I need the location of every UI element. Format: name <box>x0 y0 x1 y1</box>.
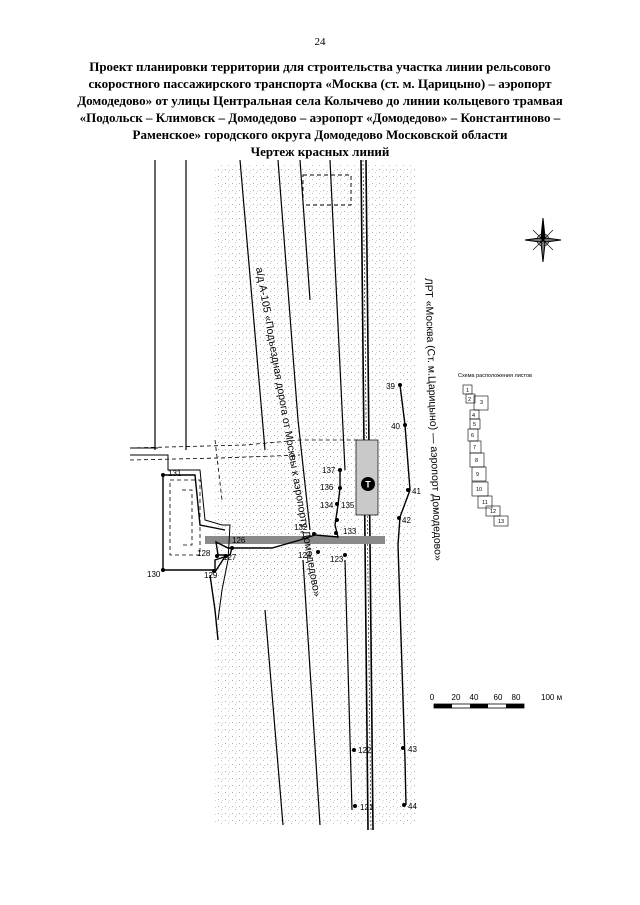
sheet-number: 1 <box>466 388 469 394</box>
point-label: 44 <box>408 802 417 811</box>
sheet-number: 6 <box>471 433 474 439</box>
point-label: 122 <box>358 746 372 755</box>
dashed-parcel <box>302 174 352 206</box>
point-label: 42 <box>402 516 411 525</box>
document-title: Проект планировки территории для строите… <box>60 58 580 160</box>
point-label: 129 <box>204 571 218 580</box>
scale-bar: 0 20 40 60 80 100 м <box>430 693 562 709</box>
sheet-number: 9 <box>476 472 479 478</box>
sheet-number: 2 <box>468 397 471 403</box>
title-line: скоростного пассажирского транспорта «Мо… <box>88 76 552 91</box>
point-label: 132 <box>294 523 308 532</box>
rail-label: ЛРТ «Москва (Ст. м.Царицыно) — аэропорт … <box>422 278 444 562</box>
point-label: 137 <box>322 466 336 475</box>
point-label: 121 <box>360 803 374 812</box>
sheet-number: 5 <box>473 422 476 428</box>
inset-title: Схема расположения листов <box>458 373 532 379</box>
scale-tick: 40 <box>470 693 479 702</box>
scale-tick: 20 <box>452 693 461 702</box>
sheet-number: 11 <box>482 500 488 506</box>
sheet-number: 3 <box>480 400 483 406</box>
title-line: «Подольск – Климовск – Домодедово – аэро… <box>79 110 561 125</box>
sheet-number: 8 <box>475 458 478 464</box>
point-label: 133 <box>343 527 357 536</box>
terrain-texture <box>215 165 415 825</box>
title-line: Домодедово» от улицы Центральная села Ко… <box>77 93 563 108</box>
point-label: 136 <box>320 483 334 492</box>
title-line: Раменское» городского округа Домодедово … <box>132 127 508 142</box>
sheet-number: 12 <box>490 509 496 515</box>
sheet-number: 10 <box>476 487 482 493</box>
sheet-number: 13 <box>498 519 504 525</box>
scale-tick: 60 <box>494 693 503 702</box>
sheet-layout-inset: Схема расположения листов 1 2 3 4 5 6 7 … <box>458 373 532 527</box>
title-line: Чертеж красных линий <box>250 144 390 159</box>
crossing-corridor <box>205 536 385 544</box>
vertex-markers <box>161 383 410 808</box>
point-label: 126 <box>232 536 246 545</box>
scale-tick: 0 <box>430 693 435 702</box>
dashed-road-edges <box>129 439 360 556</box>
point-label: 131 <box>168 469 182 478</box>
point-label: 39 <box>386 382 395 391</box>
sheet-number: 4 <box>472 413 475 419</box>
point-label: 134 <box>320 501 334 510</box>
tram-station-icon: Т <box>361 477 375 491</box>
point-label: 127 <box>223 553 237 562</box>
sheet-number: 7 <box>473 445 476 451</box>
point-label: 43 <box>408 745 417 754</box>
scale-tick: 80 <box>512 693 521 702</box>
point-label: 128 <box>197 549 211 558</box>
title-line: Проект планировки территории для строите… <box>89 59 551 74</box>
station-symbol: Т <box>365 480 371 490</box>
point-label: 135 <box>341 501 355 510</box>
point-label: 123 <box>330 555 344 564</box>
parcel-outline <box>130 447 231 621</box>
scale-tick: 100 м <box>541 693 562 702</box>
page-number: 24 <box>314 36 326 48</box>
point-label: 40 <box>391 422 400 431</box>
point-label: 124 <box>298 551 312 560</box>
point-labels: 39 40 41 42 43 44 121 122 123 124 126 12… <box>147 382 421 812</box>
point-label: 41 <box>412 487 421 496</box>
compass-rose-icon <box>524 217 562 263</box>
point-label: 130 <box>147 570 161 579</box>
boundary-lines <box>154 159 353 826</box>
